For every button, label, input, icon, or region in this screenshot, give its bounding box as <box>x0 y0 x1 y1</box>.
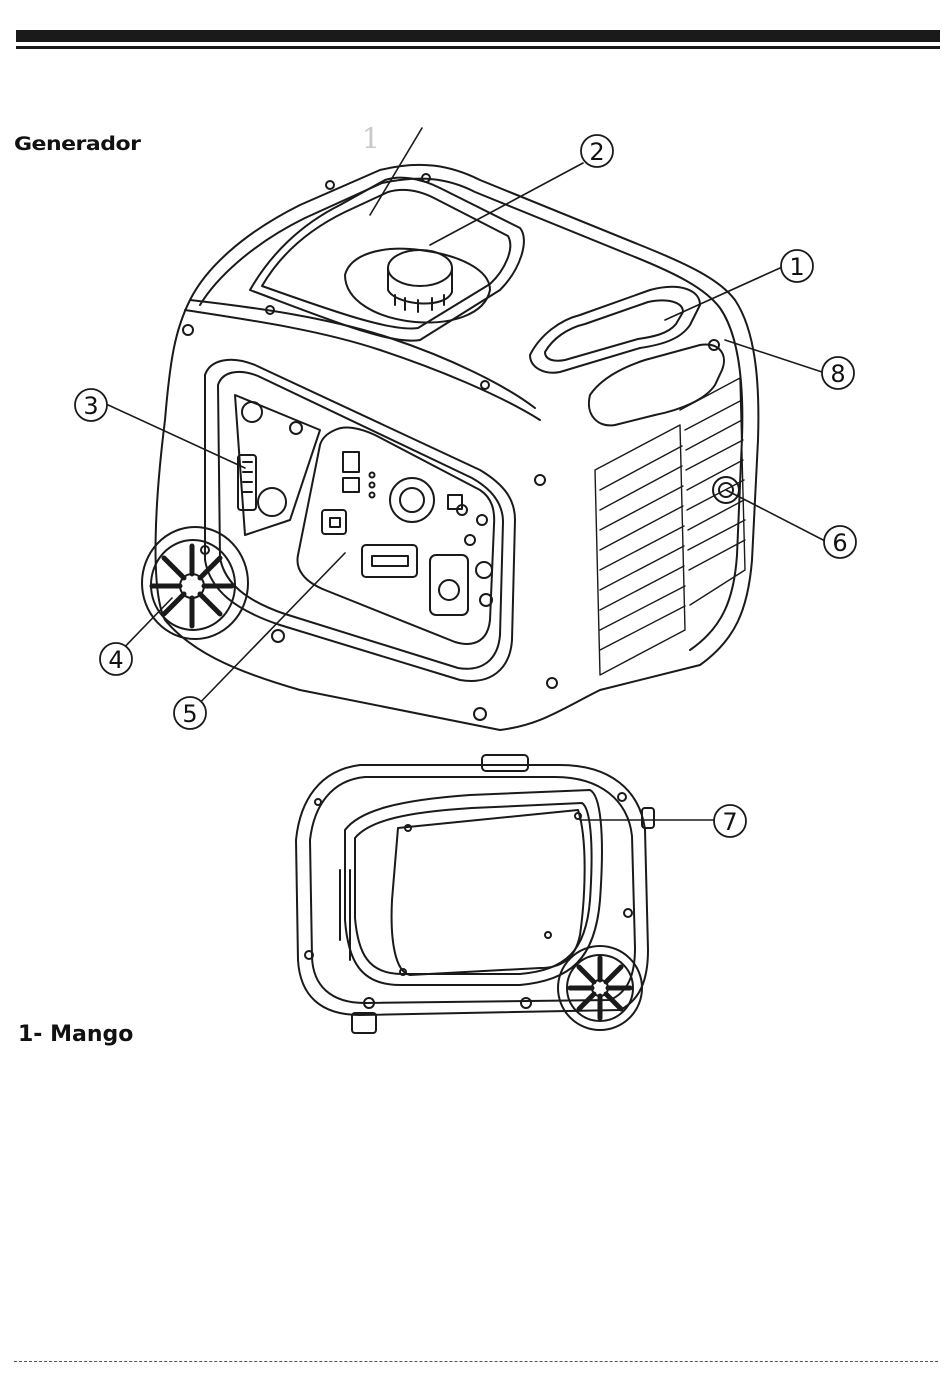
callout-2: 2 <box>581 135 613 167</box>
callout-3: 3 <box>75 389 107 421</box>
callout-7: 7 <box>714 805 746 837</box>
callout-1: 1 <box>781 250 813 282</box>
callout-7-label: 7 <box>722 808 737 836</box>
callout-2-label: 2 <box>589 138 604 166</box>
callout-8-label: 8 <box>830 360 845 388</box>
callout-4-label: 4 <box>108 646 123 674</box>
callout-8: 8 <box>822 357 854 389</box>
callout-4: 4 <box>100 643 132 675</box>
footer-rule <box>14 1361 938 1362</box>
callout-6: 6 <box>824 526 856 558</box>
part-caption: 1- Mango <box>18 1022 133 1047</box>
callout-3-label: 3 <box>83 392 98 420</box>
callout-5: 5 <box>174 697 206 729</box>
callout-5-label: 5 <box>182 700 197 728</box>
callout-6-label: 6 <box>832 529 847 557</box>
callout-1-label: 1 <box>789 253 804 281</box>
